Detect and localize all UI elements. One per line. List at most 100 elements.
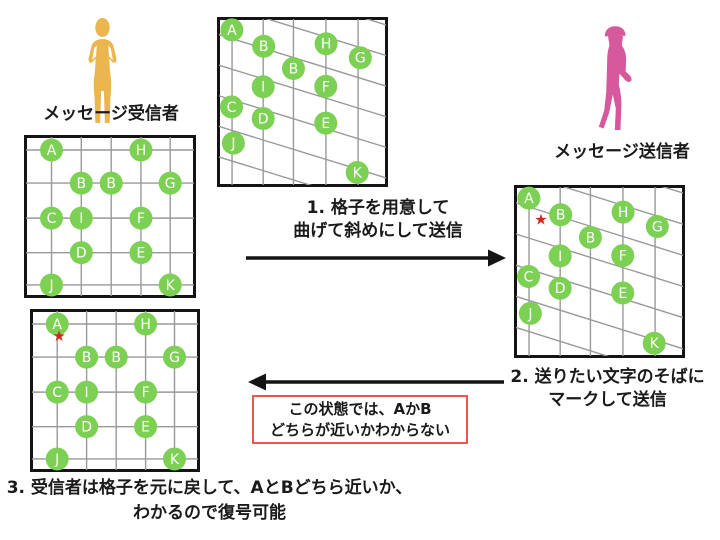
grid-node-circle	[348, 46, 372, 70]
step1-line2: 曲げて斜めにして送信	[293, 221, 463, 241]
grid-node-label: G	[165, 176, 176, 192]
grid-node-label: K	[166, 278, 176, 294]
grid-node-label: G	[652, 219, 663, 235]
grid-node-circle	[611, 200, 635, 224]
step1-caption: 1. 格子を用意して 曲げて斜めにして送信	[258, 197, 498, 243]
grid-node-label: A	[227, 23, 237, 39]
note-line1: この状態では、AかB	[288, 399, 432, 418]
arrow-right-icon	[246, 249, 506, 267]
grid-node-circle	[163, 447, 186, 471]
grid-node-circle	[158, 273, 182, 297]
grid-node-circle	[40, 273, 64, 297]
grid-node-label: A	[52, 317, 62, 333]
grid-node-label: H	[140, 317, 151, 333]
grid-node-label: E	[137, 246, 146, 262]
grid-node-label: F	[322, 79, 330, 95]
grid-node-circle	[75, 415, 99, 439]
grid-line	[516, 326, 610, 356]
step2-caption: 2. 送りたい文字のそばに マークして送信	[500, 366, 715, 412]
grid-node-circle	[99, 171, 123, 195]
grid-node-circle	[45, 447, 69, 471]
grid-node-circle	[69, 241, 93, 265]
grid-node-circle	[642, 331, 666, 355]
grid-node-label: E	[618, 286, 627, 302]
step1-line1: 1. 格子を用意して	[306, 198, 450, 218]
grid-node-label: B	[556, 208, 566, 224]
grid-node-circle	[251, 106, 275, 130]
grid-node-label: B	[82, 350, 92, 366]
grid-node-label: F	[137, 211, 145, 227]
grid-node-label: B	[76, 176, 86, 192]
grid-node-label: J	[230, 136, 235, 152]
grid-node-label: I	[558, 249, 562, 265]
grid-node-circle	[69, 206, 93, 230]
grid-line	[516, 264, 683, 319]
grid-node-label: C	[52, 385, 62, 401]
grid-node-label: B	[259, 39, 269, 55]
grid-node-label: H	[321, 37, 332, 53]
grid-node-circle	[611, 244, 635, 268]
grid-node-label: B	[106, 176, 116, 192]
grid-node-label: A	[524, 191, 534, 207]
grid-line	[516, 202, 683, 257]
grid-node-circle	[252, 34, 276, 58]
grid-node-label: G	[169, 350, 180, 366]
grid-node-circle	[75, 380, 99, 404]
grid-node-circle	[314, 74, 338, 98]
grid-node-circle	[163, 345, 186, 369]
grid-node-circle	[221, 131, 245, 155]
grid-node-circle	[345, 161, 369, 185]
sender-figure-icon	[598, 26, 632, 130]
arrow-left-icon	[248, 373, 504, 391]
grid-node-circle	[611, 281, 635, 305]
note-line2: どちらが近いかわからない	[269, 420, 450, 439]
grid-node-label: C	[227, 100, 237, 116]
grid-node-label: E	[321, 116, 330, 132]
grid-node-label: F	[619, 248, 627, 264]
step3-line2: わかるので復号可能	[133, 503, 286, 523]
grid-node-circle	[314, 111, 338, 135]
grid-node-circle	[40, 138, 64, 162]
grid-line	[219, 33, 386, 87]
note-box: この状態では、AかB どちらが近いかわからない	[252, 395, 468, 444]
grid-line	[219, 156, 313, 185]
grid-node-label: K	[650, 336, 660, 352]
grid-node-label: C	[47, 211, 57, 227]
grid-node-circle	[251, 75, 275, 99]
grid-node-circle	[45, 380, 69, 404]
grid-node-label: A	[47, 143, 57, 159]
grid-node-label: D	[555, 281, 566, 297]
grid-node-circle	[314, 32, 338, 56]
grid-node-circle	[104, 345, 128, 369]
grid-node-label: D	[81, 420, 92, 436]
step3-caption: 3. 受信者は格子を元に戻して、AとBどちら近いか、 わかるので復号可能	[2, 476, 417, 526]
grid-node-circle	[129, 241, 153, 265]
grid-node-label: B	[289, 61, 299, 77]
grid-node-label: B	[111, 350, 121, 366]
grid-node-circle	[134, 380, 158, 404]
grid-node-label: I	[85, 385, 89, 401]
grid-node-circle	[75, 345, 99, 369]
grid-node-circle	[129, 206, 153, 230]
grid-node-label: H	[618, 205, 629, 221]
grid-node-label: K	[353, 165, 363, 181]
step2-line1: 2. 送りたい文字のそばに	[510, 367, 705, 387]
grid-node-circle	[40, 206, 64, 230]
grid-node-circle	[548, 276, 572, 300]
grid-node-circle	[518, 301, 542, 325]
grid-node-label: I	[261, 80, 265, 96]
grid-node-circle	[220, 95, 244, 119]
grid-node-label: F	[142, 385, 150, 401]
grid-node-label: C	[524, 269, 534, 285]
grid-node-circle	[134, 415, 158, 439]
grid-node-circle	[281, 57, 305, 81]
grid-node-circle	[158, 171, 182, 195]
grid-node-circle	[129, 138, 153, 162]
grid-node-circle	[549, 203, 573, 227]
grid-node-circle	[134, 312, 158, 336]
